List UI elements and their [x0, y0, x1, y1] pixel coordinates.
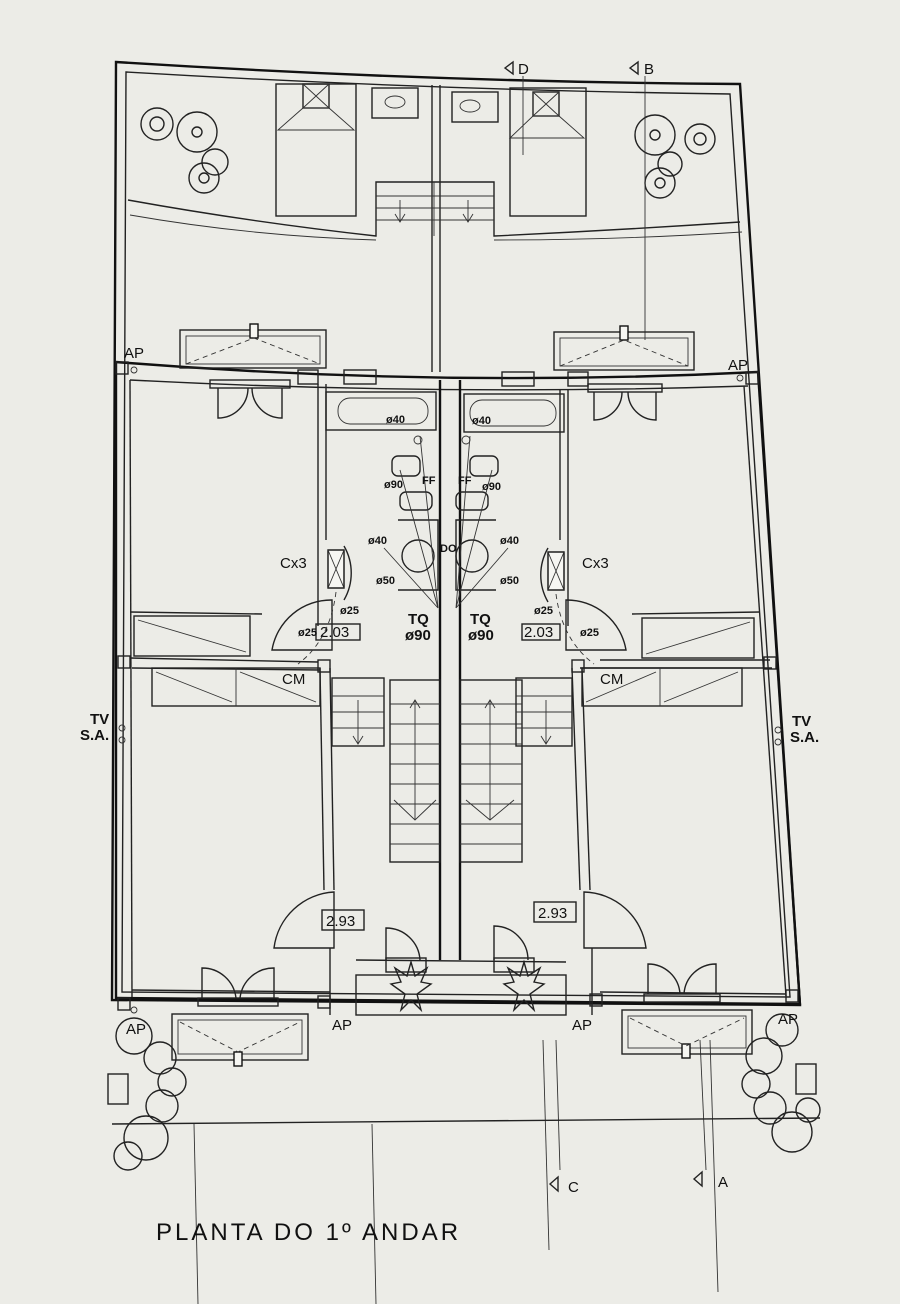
section-marker-d: D — [518, 61, 529, 78]
annotations: AP AP AP AP AP AP TV S.A. TV S.A. — [80, 345, 819, 1038]
ap-label-bottom-right: AP — [778, 1011, 798, 1028]
sa-label-right: S.A. — [790, 729, 819, 746]
section-marker-a: A — [718, 1174, 728, 1191]
do-label: DO — [440, 543, 457, 555]
tq-label-left: TQ — [408, 611, 429, 628]
cx3-label-right: Cx3 — [582, 555, 609, 572]
ap-label-bottom-left: AP — [126, 1021, 146, 1038]
bathrooms: ø40 ø40 ø90 ø90 ø40 ø40 ø50 ø50 FF FF DO… — [325, 391, 565, 644]
ff-label-right: FF — [458, 475, 472, 487]
pipe-label-40-left: ø40 — [368, 535, 387, 547]
pipe-label-50-right: ø50 — [500, 575, 519, 587]
front-shrubs — [113, 1013, 821, 1171]
landings: Cx3 Cx3 2.03 2.03 ø25 ø25 ø25 ø25 CM CM — [271, 545, 627, 688]
pipe-label-25-d: ø25 — [580, 627, 599, 639]
pipe-label-50-left: ø50 — [376, 575, 395, 587]
pipe-label-40-left-top: ø40 — [386, 414, 405, 426]
level-lower-right: 2.93 — [538, 905, 567, 922]
pipe-label-40-right-top: ø40 — [472, 415, 491, 427]
staircases — [331, 677, 573, 863]
upper-balconies — [179, 323, 695, 387]
pipe-label-25-c: ø25 — [534, 605, 553, 617]
tq-label-right: TQ — [470, 611, 491, 628]
ap-label-bottom-mid-left: AP — [332, 1017, 352, 1034]
pipe-label-40-right: ø40 — [500, 535, 519, 547]
street-lines — [111, 1117, 821, 1304]
section-marker-c: C — [568, 1179, 579, 1196]
ap-label-bottom-mid-right: AP — [572, 1017, 592, 1034]
level-upper-left: 2.03 — [320, 624, 349, 641]
lower-landings: 2.93 2.93 — [273, 891, 647, 1013]
level-lower-left: 2.93 — [326, 913, 355, 930]
pipe-label-25-b: ø25 — [340, 605, 359, 617]
ap-label-top-right: AP — [728, 357, 748, 374]
section-markers: D B C A — [503, 60, 728, 1293]
tv-label-right: TV — [792, 713, 811, 730]
tv-label-left: TV — [90, 711, 109, 728]
sa-label-left: S.A. — [80, 727, 109, 744]
level-upper-right: 2.03 — [524, 624, 553, 641]
section-marker-b: B — [644, 61, 654, 78]
drawing-title: PLANTA DO 1º ANDAR — [156, 1219, 461, 1246]
rear-garden — [127, 83, 743, 241]
cx3-label-left: Cx3 — [280, 555, 307, 572]
tq-pipe-right: ø90 — [468, 627, 494, 644]
pipe-label-90-left: ø90 — [384, 479, 403, 491]
pipe-label-90-right: ø90 — [482, 481, 501, 493]
wardrobes — [133, 615, 755, 707]
cm-label-left: CM — [282, 671, 305, 688]
bedroom-doors-lower — [197, 963, 721, 1007]
bedroom-doors-upper — [209, 379, 663, 421]
cm-label-right: CM — [600, 671, 623, 688]
site-boundary — [110, 60, 802, 1007]
ap-label-top-left: AP — [124, 345, 144, 362]
front-balconies — [171, 1009, 753, 1067]
tq-pipe-left: ø90 — [405, 627, 431, 644]
pipe-label-25-a: ø25 — [298, 627, 317, 639]
ff-label-left: FF — [422, 475, 436, 487]
